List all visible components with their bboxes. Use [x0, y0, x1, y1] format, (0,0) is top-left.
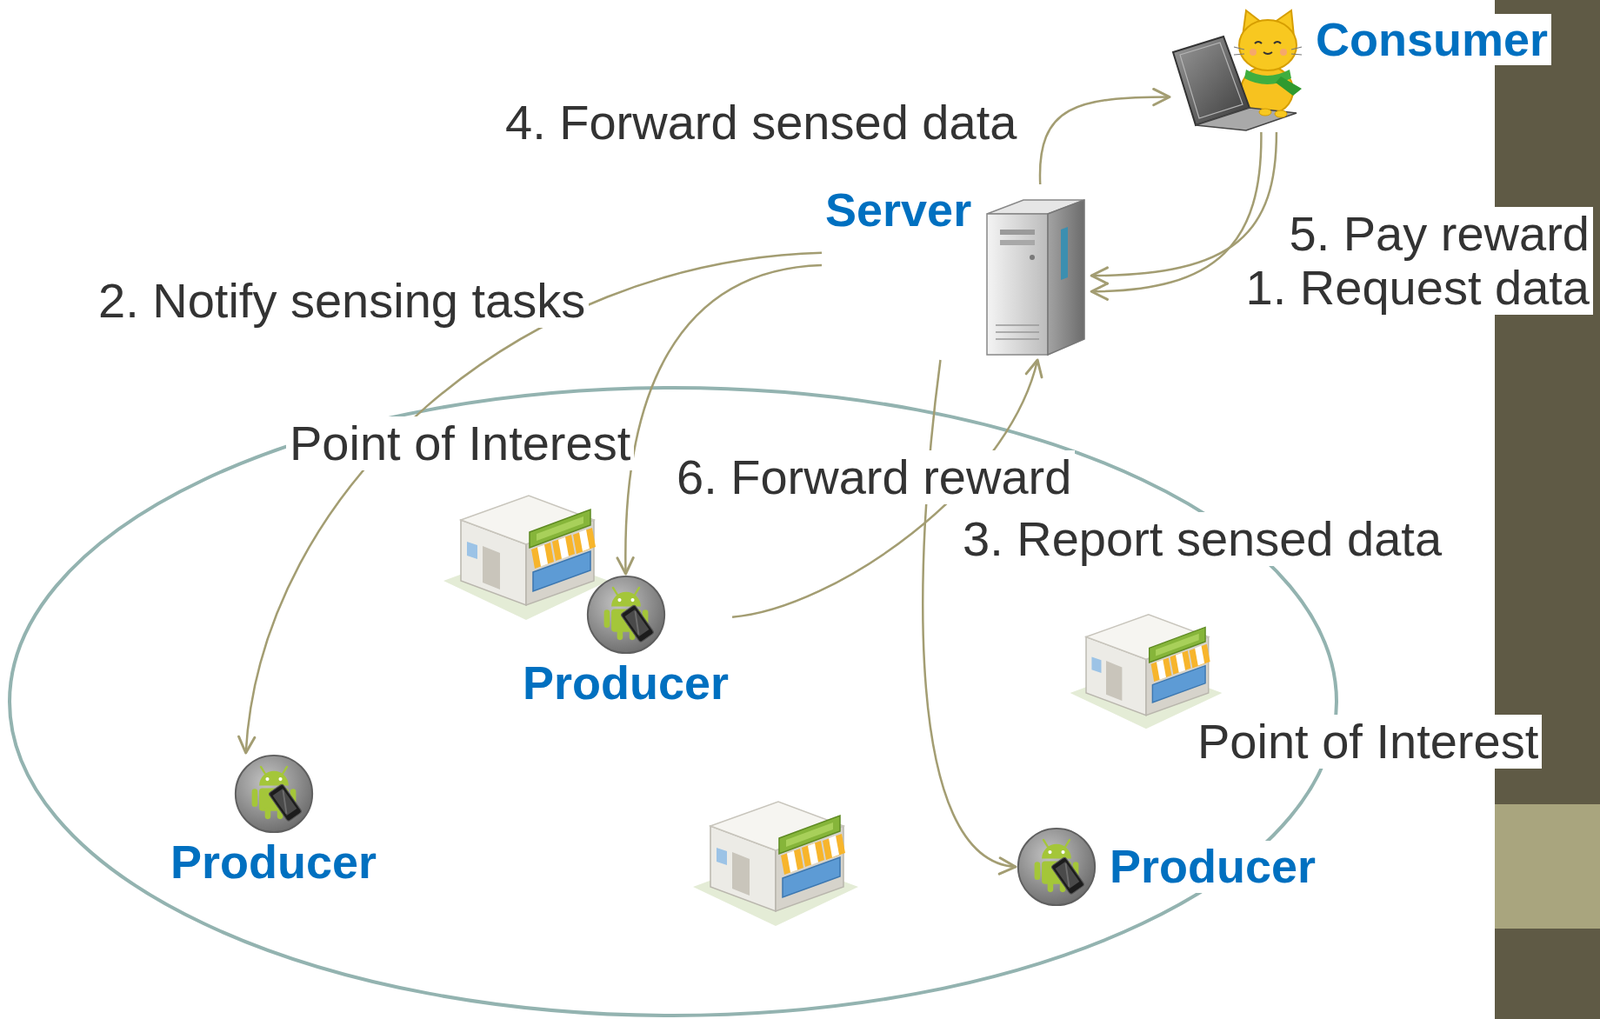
text-anchor: Point of Interest [286, 416, 634, 471]
flow-arrow [922, 360, 1016, 867]
text-anchor: 4. Forward sensed data [501, 95, 1020, 150]
actor-node: Producer [166, 753, 380, 888]
text-anchor: Point of Interest [1193, 714, 1542, 769]
actor-label: Producer [166, 836, 380, 888]
step-label: 5. Pay reward [1286, 206, 1594, 261]
actor-icon [1169, 1, 1309, 133]
text-anchor: 3. Report sensed data [959, 512, 1446, 567]
actor-node: Producer [519, 573, 733, 709]
actor-label-group: Producer [166, 836, 380, 888]
actor-label: Server [821, 184, 975, 236]
flow-arrow [1091, 132, 1277, 276]
actor-label-group: Producer [1106, 840, 1320, 893]
step-label: 6. Forward reward [673, 450, 1075, 505]
shop-icon [693, 801, 859, 927]
actor-icon-art [586, 576, 664, 654]
actor-icon [978, 194, 1092, 360]
actor-icon-art [1173, 10, 1302, 131]
flow-arrow [625, 265, 822, 574]
actor-label-group: Consumer [1312, 13, 1552, 66]
actor-icon [1015, 826, 1098, 908]
shop-icon [1070, 614, 1223, 730]
actor-node: Server [821, 184, 1092, 360]
step-label: 1. Request data [1242, 260, 1594, 315]
sensing-area-outline [9, 387, 1337, 1016]
actor-label: Producer [519, 657, 733, 709]
actor-icon-art [1018, 828, 1095, 906]
text-anchor: 5. Pay reward [1286, 206, 1594, 261]
side-bar [1494, 0, 1600, 1019]
actor-node: Producer [1015, 826, 1320, 908]
actor-label-group: Producer [519, 657, 733, 709]
step-label: 2. Notify sensing tasks [94, 273, 589, 328]
text-anchor: 6. Forward reward [673, 450, 1075, 505]
flow-arrow [1040, 97, 1170, 186]
actor-label: Producer [1106, 840, 1320, 893]
actor-icon [585, 573, 667, 656]
text-anchor: 2. Notify sensing tasks [94, 273, 589, 328]
area-label: Point of Interest [1193, 714, 1542, 769]
shop-icon [443, 495, 609, 620]
actor-node: Consumer [1169, 1, 1552, 133]
actor-icon [233, 753, 315, 835]
actor-icon-art [986, 200, 1085, 355]
step-label: 4. Forward sensed data [501, 95, 1020, 150]
actor-label-group: Server [821, 184, 975, 236]
text-anchor: 1. Request data [1242, 260, 1594, 315]
actor-label: Consumer [1312, 13, 1552, 66]
actor-icon-art [234, 755, 312, 833]
area-label: Point of Interest [286, 416, 634, 471]
side-bar-band [1494, 804, 1600, 929]
step-label: 3. Report sensed data [959, 512, 1446, 567]
